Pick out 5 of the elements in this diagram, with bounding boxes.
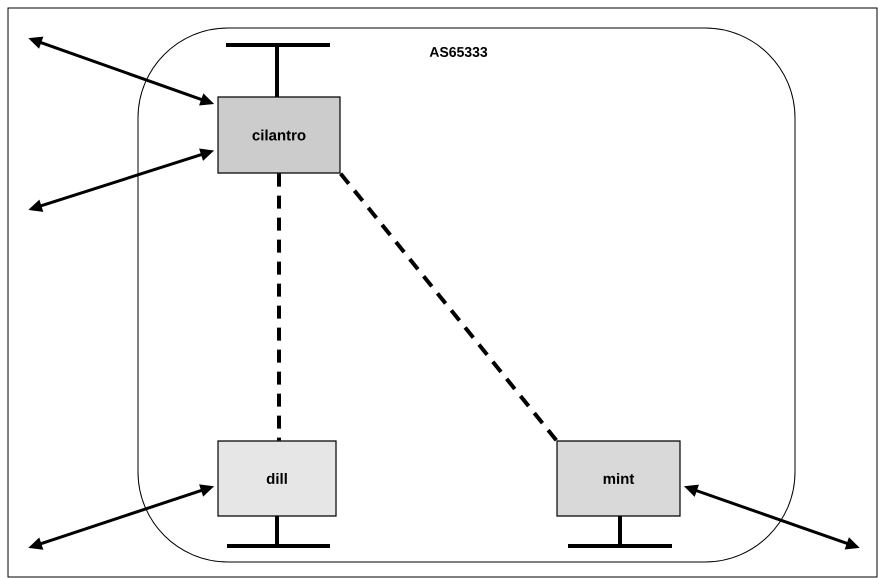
router-box: dill [217, 440, 337, 517]
router-box: cilantro [217, 96, 341, 174]
link-line [277, 174, 281, 440]
router-box: mint [556, 440, 681, 517]
link-line [339, 172, 558, 442]
